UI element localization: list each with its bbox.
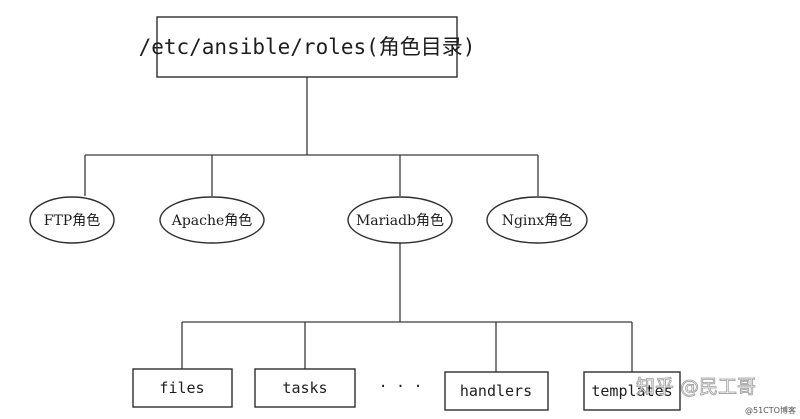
role-label-ftp: FTP角色: [44, 212, 100, 229]
subdir-node-files: [132, 368, 233, 408]
subdir-node-templates: [583, 371, 681, 411]
root-node: [156, 16, 458, 78]
role-node-apache: [159, 196, 265, 244]
subdir-node-handlers: [444, 371, 549, 411]
role-node-nginx: [486, 196, 588, 244]
subdir-label-files: files: [159, 379, 204, 397]
role-node-ftp: [29, 196, 115, 244]
role-label-mariadb: Mariadb角色: [356, 212, 444, 229]
subdir-label-handlers: handlers: [460, 382, 532, 400]
subdir-label-tasks: tasks: [282, 379, 327, 397]
role-label-nginx: Nginx角色: [502, 212, 573, 229]
subdir-node-tasks: [254, 368, 356, 408]
watermark-zhihu: 知乎 @民工哥: [636, 376, 756, 398]
subdir-label-templates: templates: [591, 382, 672, 400]
role-label-apache: Apache角色: [171, 212, 253, 229]
ellipsis-indicator: · · ·: [380, 376, 424, 397]
role-node-mariadb: [347, 196, 453, 244]
watermark-51cto: @51CTO博客: [745, 405, 796, 415]
root-label: /etc/ansible/roles(角色目录): [139, 35, 476, 59]
